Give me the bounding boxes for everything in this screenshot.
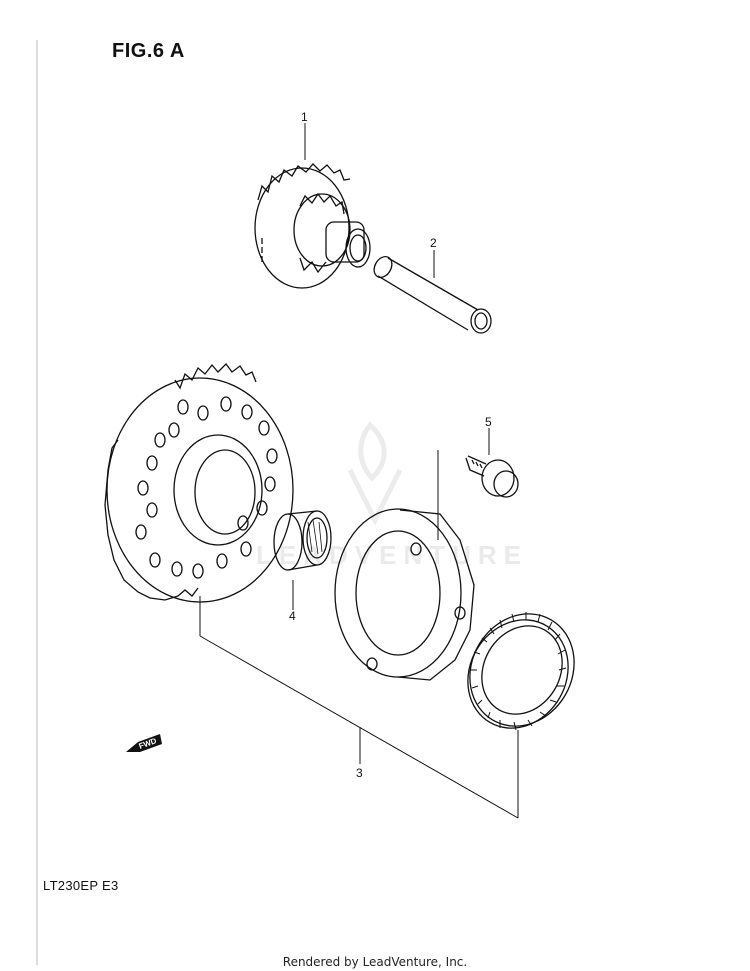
part-5-bolt: [465, 455, 519, 498]
part-3-starter-gear: [104, 363, 294, 603]
callout-5: 5: [485, 415, 492, 429]
figure-title: FIG.6 A: [112, 40, 185, 62]
render-credit: Rendered by LeadVenture, Inc.: [282, 955, 468, 969]
part-3-clutch-housing: [334, 508, 475, 681]
fwd-arrow-icon: FWD: [126, 734, 162, 752]
watermark-logo: [347, 421, 403, 526]
callout-1: 1: [301, 110, 308, 124]
part-1-idle-gear: [254, 163, 371, 289]
part-2-shaft: [373, 256, 492, 334]
gear-lightening-holes: [135, 396, 278, 579]
callout-4: 4: [289, 609, 296, 623]
part-4-needle-bearing: [273, 510, 332, 571]
callout-3: 3: [356, 766, 363, 780]
callout-2: 2: [430, 236, 437, 250]
assembly-bracket-3: [199, 596, 519, 819]
model-code: LT230EP E3: [43, 878, 119, 893]
part-3-one-way-clutch: [467, 612, 575, 731]
